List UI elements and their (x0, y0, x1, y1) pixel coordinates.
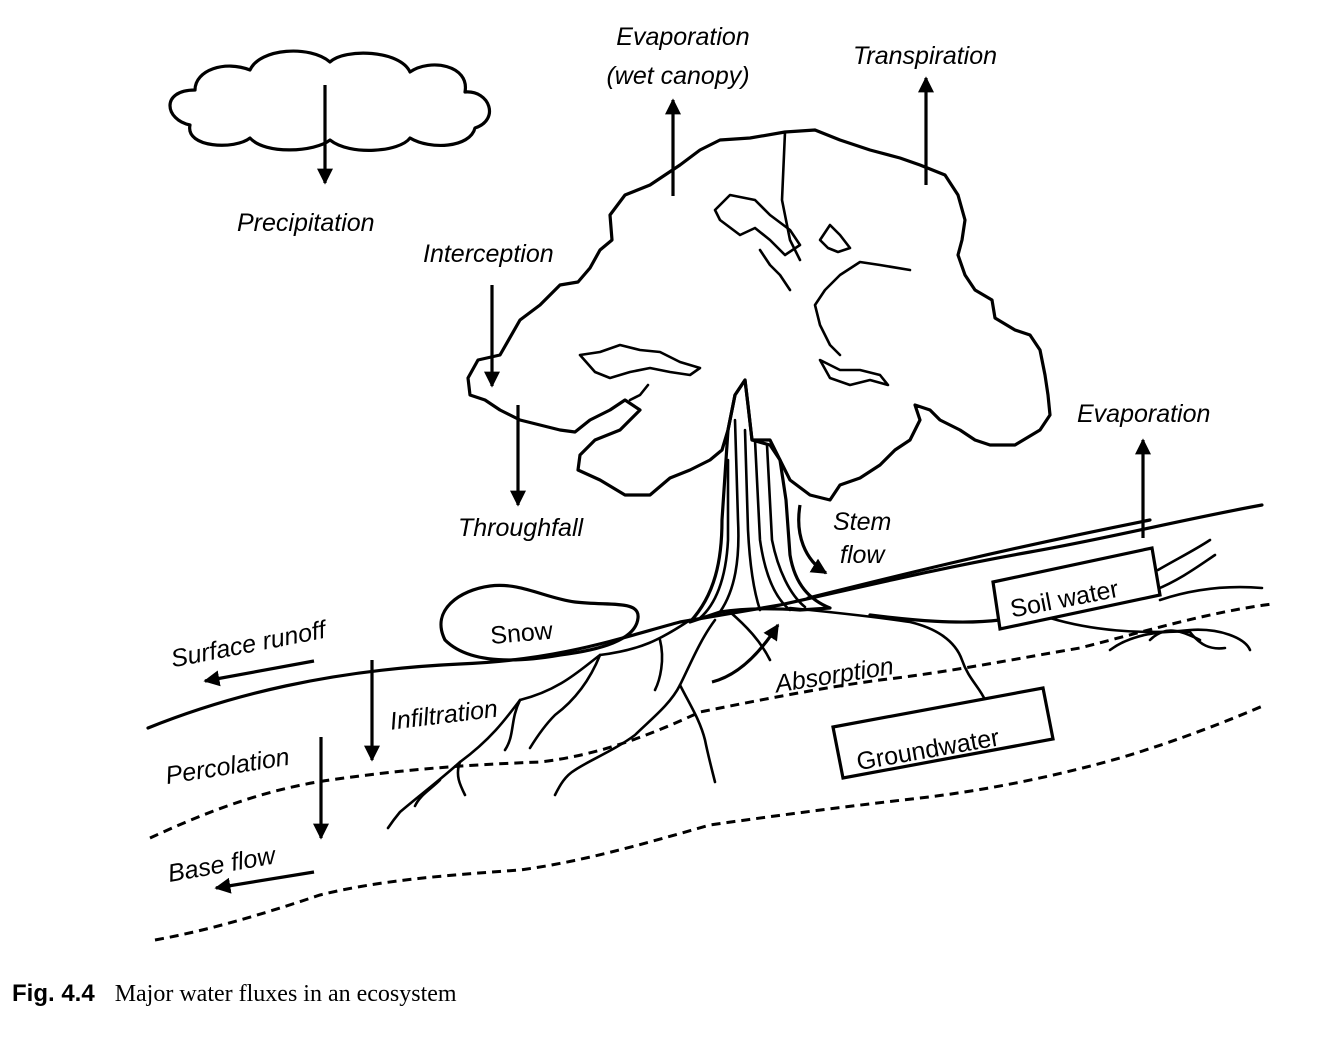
cloud-shape (168, 49, 492, 152)
soil-horizon-dashed-2 (154, 703, 1266, 942)
tree-trunk (688, 378, 832, 624)
surface-runoff-arrow (203, 659, 315, 687)
stem-flow-label-line1: Stem (833, 508, 891, 536)
figure-number: Fig. 4.4 (12, 980, 95, 1007)
throughfall-label: Throughfall (458, 514, 585, 542)
percolation-label: Percolation (164, 743, 292, 790)
infiltration-label: Infiltration (388, 695, 499, 736)
figure-caption-text: Major water fluxes in an ecosystem (114, 981, 457, 1007)
soil-water-box: Soil water (991, 546, 1162, 631)
stem-flow-arrow (797, 504, 828, 575)
evaporation-label: Evaporation (1077, 400, 1210, 428)
stem-flow-label-line2: flow (840, 541, 886, 569)
absorption-arrow (711, 623, 780, 684)
ground-surface-line (146, 503, 1264, 730)
absorption-label: Absorption (771, 652, 895, 699)
tree-roots (386, 538, 1264, 830)
evaporation-wet-canopy-label-line2: (wet canopy) (606, 62, 749, 90)
snow-label: Snow (489, 617, 555, 650)
canopy-branches (578, 130, 912, 402)
precipitation-label: Precipitation (237, 209, 375, 237)
interception-label: Interception (423, 240, 554, 268)
slope-surface-line (806, 518, 1152, 600)
soil-layer-line (868, 613, 1002, 624)
base-flow-arrow (214, 870, 315, 894)
water-flux-diagram: Soil water Groundwater Precipitation Eva… (146, 23, 1273, 942)
groundwater-box: Groundwater (831, 686, 1055, 780)
figure-caption: Fig. 4.4 Major water fluxes in an ecosys… (12, 980, 457, 1008)
evaporation-wet-canopy-label-line1: Evaporation (616, 23, 749, 51)
transpiration-label: Transpiration (853, 42, 997, 70)
surface-runoff-label: Surface runoff (169, 615, 331, 673)
snow-pile (439, 583, 640, 662)
tree-canopy (466, 128, 1052, 502)
